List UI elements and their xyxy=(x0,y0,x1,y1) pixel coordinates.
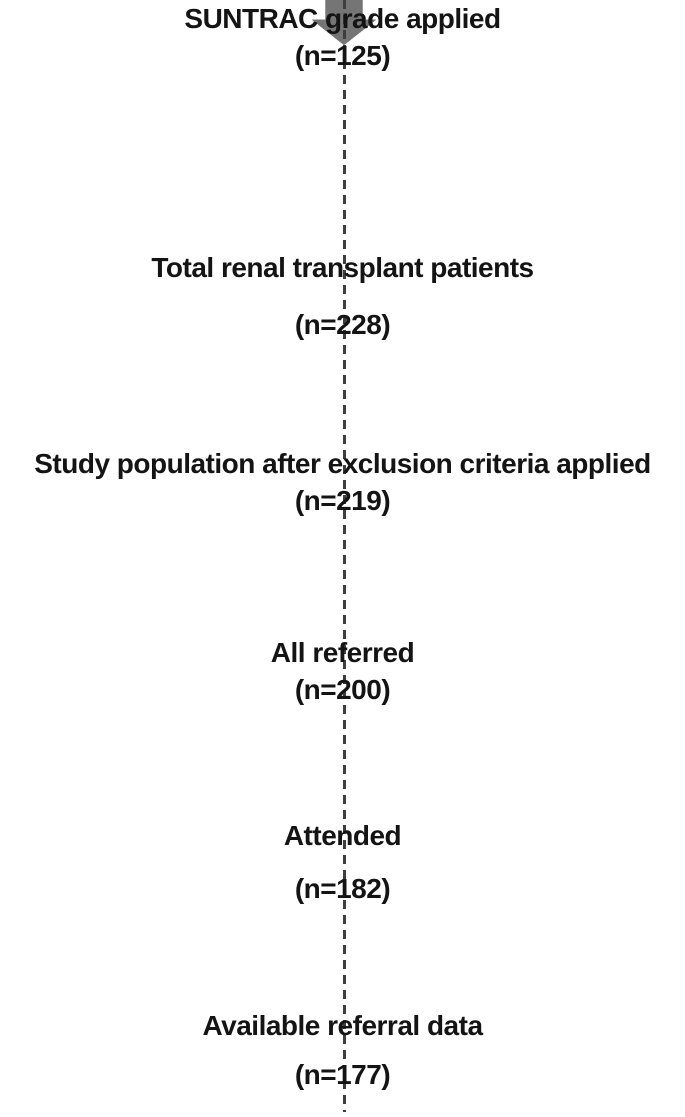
flow-step-suntrac-grade: SUNTRAC grade applied (n=125) xyxy=(0,0,685,74)
flow-step-total-patients: Total renal transplant patients (n=228) xyxy=(0,249,685,343)
step-count: (n=219) xyxy=(294,485,391,516)
flow-step-available-referral-data: Available referral data (n=177) xyxy=(0,1007,685,1093)
step-label: Study population after exclusion criteri… xyxy=(34,448,651,479)
step-count: (n=182) xyxy=(294,873,391,904)
step-label: Available referral data xyxy=(202,1010,483,1041)
flow-step-attended: Attended (n=182) xyxy=(0,817,685,907)
step-label: Attended xyxy=(283,820,402,851)
step-count: (n=177) xyxy=(294,1059,391,1090)
step-label: All referred xyxy=(270,637,415,668)
flow-step-all-referred: All referred (n=200) xyxy=(0,634,685,708)
step-count: (n=228) xyxy=(294,309,391,340)
step-count: (n=200) xyxy=(294,674,391,705)
step-label: SUNTRAC grade applied xyxy=(184,3,501,34)
step-label: Total renal transplant patients xyxy=(151,252,534,283)
step-count: (n=125) xyxy=(294,40,391,71)
flow-step-study-population: Study population after exclusion criteri… xyxy=(0,445,685,519)
dashed-center-line xyxy=(343,0,346,1112)
